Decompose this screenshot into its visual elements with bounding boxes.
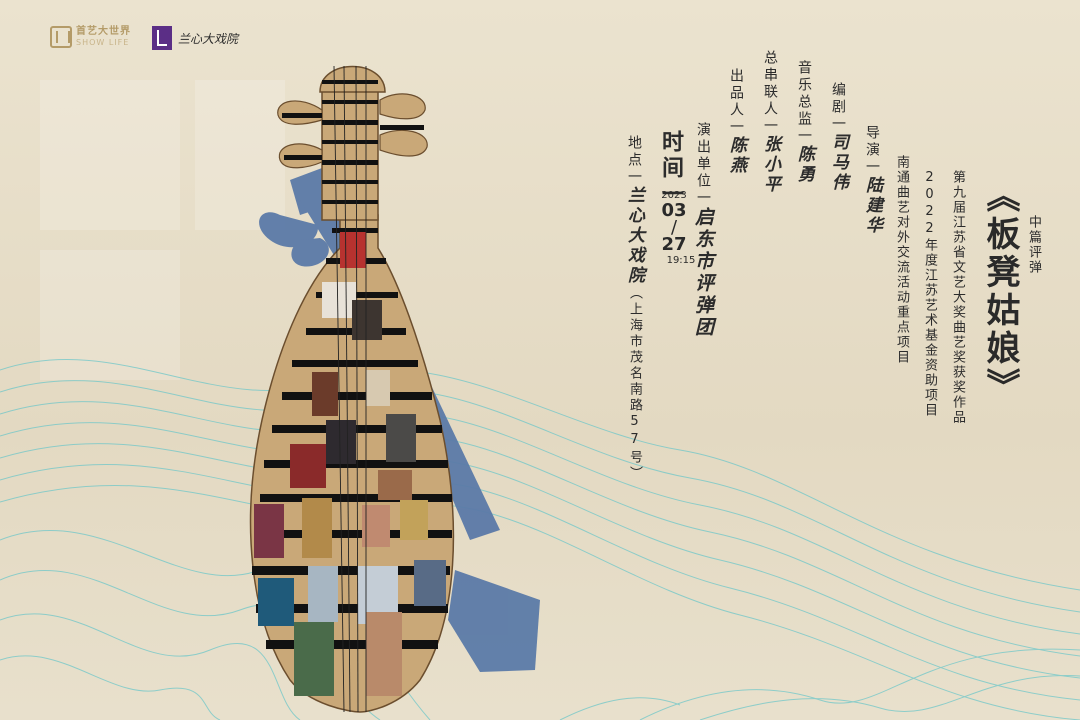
venue: 地点一兰心大戏院（上海市茂名南路57号）: [622, 135, 647, 482]
credit-role: 音乐总监: [796, 60, 812, 128]
credit-name: 张小平: [760, 135, 780, 195]
credit-role: 编剧: [830, 82, 846, 116]
credit-role: 总串联人: [762, 50, 778, 118]
subtitle-2: 2022年度江苏艺术基金资助项目: [922, 170, 937, 418]
credit-name: 陈燕: [726, 136, 746, 176]
credit-host: 总串联人一张小平: [758, 50, 783, 195]
lyceum-logo-icon: [152, 26, 172, 50]
show-life-logo-icon: [50, 26, 72, 48]
credit-performing-unit: 演出单位一启东市评弹团: [690, 122, 717, 339]
credit-separator: 一: [695, 190, 711, 207]
show-life-logo-en: SHOW LIFE: [76, 38, 130, 47]
venue-label: 地点: [626, 135, 642, 169]
subtitle-3: 南通曲艺对外交流活动重点项目: [894, 155, 909, 365]
credit-role: 导演: [864, 125, 880, 159]
performer-photos: [254, 232, 446, 696]
credit-role: 出品人: [728, 68, 744, 119]
pipa-head: [319, 65, 386, 93]
credit-separator: 一: [830, 116, 846, 133]
credit-separator: 一: [762, 118, 778, 135]
credit-name: 陈勇: [794, 145, 814, 185]
venue-separator: 一: [626, 169, 642, 186]
credit-separator: 一: [728, 119, 744, 136]
light-pane: [195, 80, 285, 230]
pipa-strings: [333, 65, 367, 713]
credit-director: 导演一陆建华: [860, 125, 885, 236]
credit-separator: 一: [796, 128, 812, 145]
credit-music-director: 音乐总监一陈勇: [792, 60, 817, 185]
credit-role: 演出单位: [695, 122, 711, 190]
venue-name: 兰心大戏院: [624, 186, 644, 286]
light-pane: [40, 250, 180, 380]
credit-name: 司马伟: [828, 133, 848, 193]
performance-date: 2023 03 / 27 19:15: [652, 190, 696, 266]
genre-label: 中篇评弹: [1026, 215, 1041, 275]
light-pane: [40, 80, 180, 230]
date-year: 2023: [661, 190, 687, 201]
show-title: 《板凳姑娘》: [980, 178, 1020, 406]
credit-writer: 编剧一司马伟: [826, 82, 851, 193]
show-life-logo-cn: 首艺大世界: [76, 26, 131, 37]
time-separator: 一: [658, 182, 683, 208]
credit-name: 陆建华: [862, 176, 882, 236]
subtitle-1: 第九届江苏省文艺大奖曲艺奖获奖作品: [950, 170, 965, 425]
date-clock: 19:15: [666, 255, 696, 266]
pipa-neck: [321, 89, 379, 221]
time-label-text: 时间: [658, 130, 683, 182]
credit-producer: 出品人一陈燕: [724, 68, 749, 176]
credit-separator: 一: [864, 159, 880, 176]
lyceum-logo-text: 兰心大戏院: [178, 31, 239, 46]
date-slash: /: [670, 217, 678, 238]
show-life-logo: 首艺大世界 SHOW LIFE: [50, 26, 131, 48]
date-day: 27: [661, 234, 687, 255]
lyceum-theatre-logo: 兰心大戏院: [152, 26, 238, 50]
time-label: 时间一: [654, 130, 686, 208]
credit-name: 启东市评弹团: [692, 207, 714, 339]
date-month: 03: [661, 200, 687, 221]
venue-address: （上海市茂名南路57号）: [627, 286, 642, 482]
